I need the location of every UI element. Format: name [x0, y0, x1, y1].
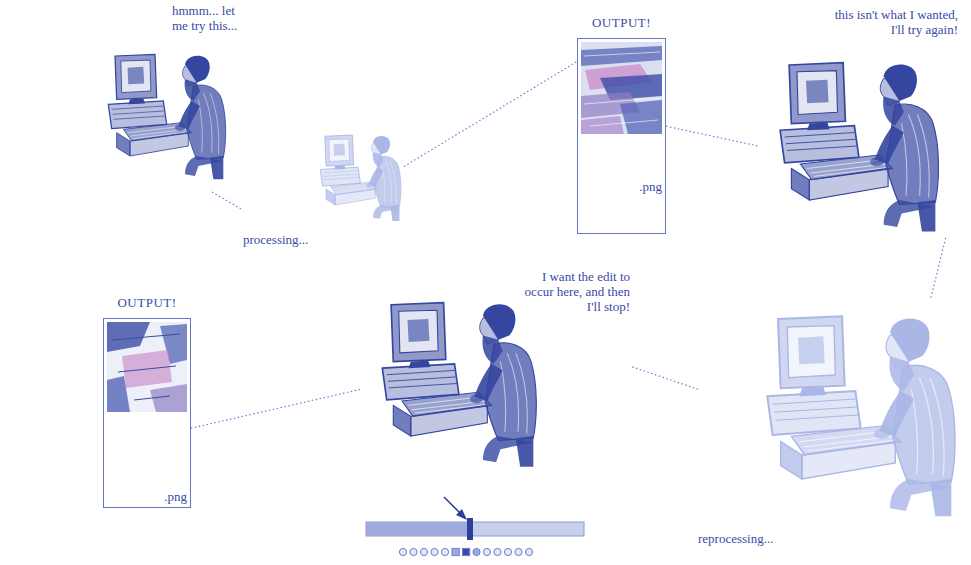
output-frame: OUTPUT!.png [103, 318, 191, 508]
dotted-connector [191, 389, 360, 428]
dotted-connector [632, 367, 698, 389]
figure-at-computer [382, 303, 536, 467]
speech-caption: reprocessing... [698, 532, 794, 547]
figure-node: hmmm... let me try this... [100, 4, 240, 192]
output-frame: OUTPUT!.png [577, 38, 666, 234]
figure-node: this isn't what I wanted, I'll try again… [758, 8, 962, 238]
file-extension: .png [639, 180, 662, 195]
figure-at-computer [780, 63, 938, 232]
file-extension: .png [164, 490, 187, 505]
dotted-connector [930, 238, 945, 300]
speech-caption: hmmm... let me try this... [172, 4, 238, 34]
dotted-connector [404, 62, 577, 167]
timeline-slider [366, 518, 584, 540]
dotted-connector [666, 126, 758, 146]
frame-dots [399, 548, 532, 555]
dotted-connector [212, 192, 243, 210]
pointer-arrow [444, 497, 467, 520]
figure-node: reprocessing... [698, 300, 962, 555]
figure-reprocessing [767, 316, 955, 516]
output-image [107, 322, 187, 412]
figure-node: I want the edit to occur here, and then … [360, 270, 632, 476]
output-image [581, 42, 662, 134]
figure-at-computer [108, 54, 225, 179]
output-heading: OUTPUT! [104, 296, 190, 312]
speech-caption: this isn't what I wanted, I'll try again… [828, 8, 958, 38]
figure-processing [320, 135, 401, 221]
speech-caption: processing... [243, 233, 319, 248]
speech-caption: I want the edit to occur here, and then … [518, 270, 630, 315]
figure-node: processing... [243, 123, 404, 268]
output-heading: OUTPUT! [578, 16, 665, 32]
